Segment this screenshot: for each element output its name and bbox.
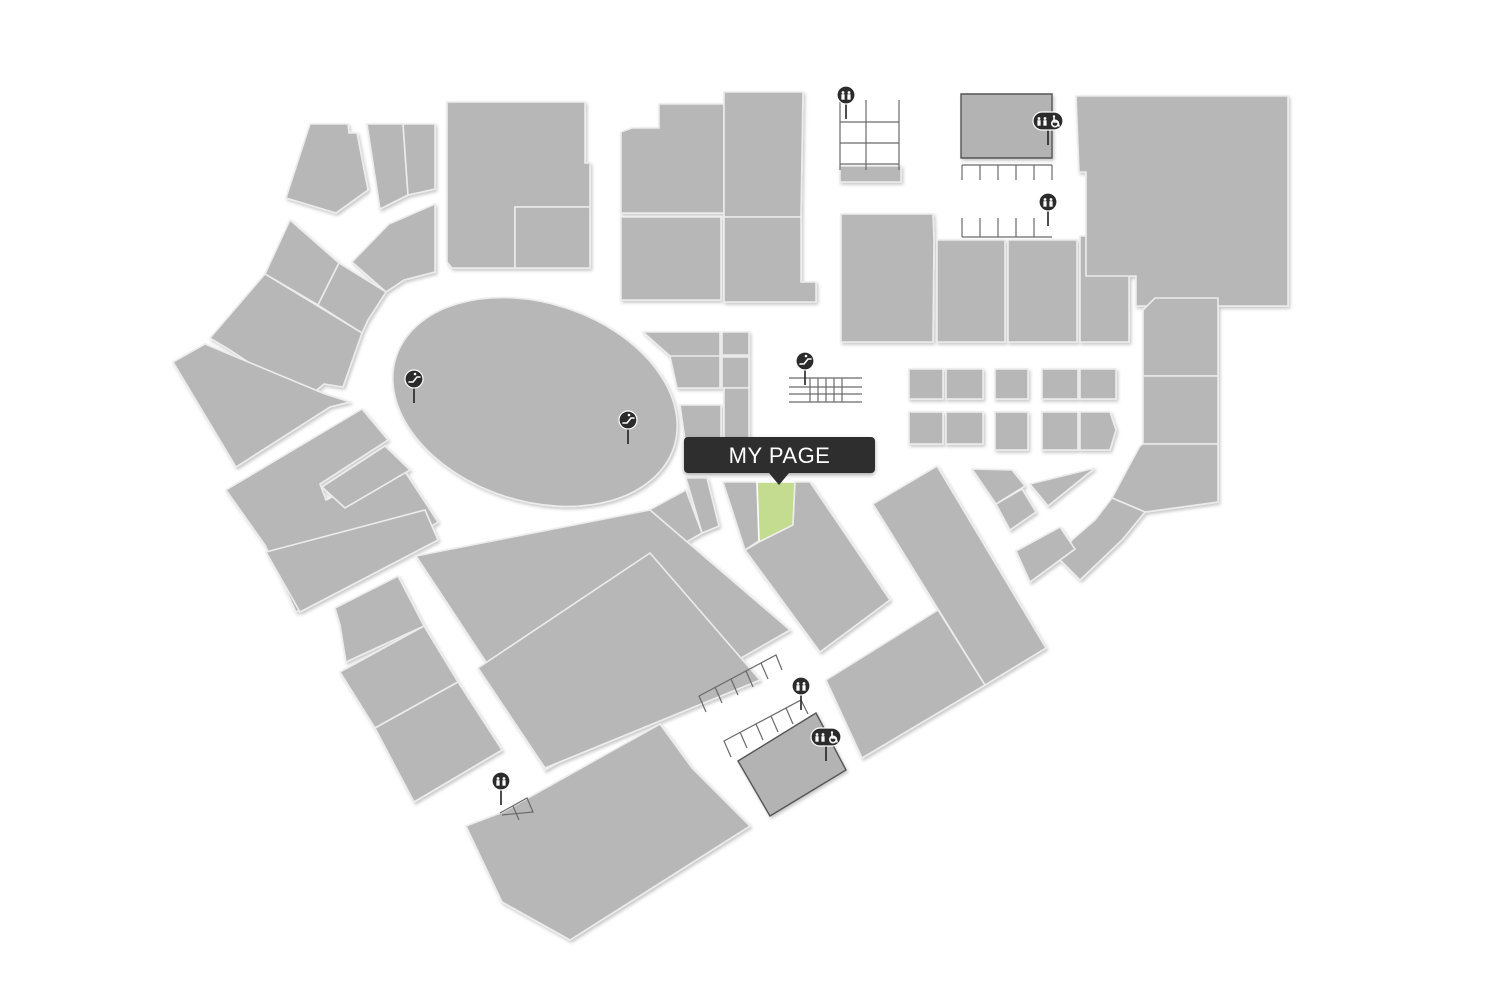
escalator-icon[interactable]: [404, 369, 424, 403]
kiosk-8[interactable]: [994, 411, 1029, 451]
store-e-5[interactable]: [1014, 525, 1077, 584]
store-n-2[interactable]: [514, 206, 591, 269]
accessible-restroom-icon[interactable]: [810, 727, 842, 761]
kiosk-6[interactable]: [908, 411, 944, 445]
store-se-kiosk-b[interactable]: [994, 487, 1038, 532]
store-w-2[interactable]: [320, 444, 412, 509]
store-w-4[interactable]: [334, 574, 426, 664]
tooltip-pointer: [769, 473, 789, 485]
store-ne-3[interactable]: [1007, 239, 1078, 343]
parking-stalls-sw: [499, 797, 534, 821]
store-c-5[interactable]: [679, 404, 722, 441]
store-c-9[interactable]: [743, 481, 892, 654]
store-c-2[interactable]: [721, 331, 750, 356]
restroom-icon[interactable]: [836, 85, 856, 119]
store-e-1[interactable]: [1142, 297, 1219, 377]
store-s-3[interactable]: [871, 464, 1048, 687]
store-ne-1[interactable]: [840, 213, 935, 343]
parking-stalls-ne-mid: [961, 218, 1052, 238]
store-w-6[interactable]: [373, 680, 504, 804]
store-c-3[interactable]: [669, 355, 721, 389]
store-c-12[interactable]: [476, 551, 762, 769]
kiosk-1[interactable]: [908, 368, 944, 400]
kiosk-9[interactable]: [1041, 411, 1079, 451]
kiosk-4[interactable]: [1041, 368, 1079, 400]
store-ne-kiosk[interactable]: [839, 165, 902, 183]
store-se-kiosk-a[interactable]: [970, 468, 1027, 506]
escalator-icon[interactable]: [618, 410, 638, 444]
store-n-5[interactable]: [620, 216, 722, 301]
store-e-3[interactable]: [1110, 443, 1219, 513]
selected-store-label: MY PAGE: [728, 443, 831, 468]
store-c-4[interactable]: [721, 356, 750, 389]
store-n-4[interactable]: [723, 91, 804, 218]
parking-stalls-n: [839, 100, 900, 170]
store-ne-2[interactable]: [936, 239, 1006, 343]
store-e-2[interactable]: [1142, 375, 1219, 445]
kiosk-7[interactable]: [945, 411, 984, 445]
kiosk-10[interactable]: [1079, 411, 1117, 451]
kiosk-2[interactable]: [945, 368, 984, 400]
store-c-6[interactable]: [723, 387, 750, 441]
store-n-3[interactable]: [620, 103, 725, 214]
store-nw-8[interactable]: [171, 343, 353, 469]
poi-markers: [404, 85, 1064, 805]
store-se-kiosk-c[interactable]: [1028, 467, 1096, 508]
store-w-3[interactable]: [264, 509, 440, 614]
store-nw-2[interactable]: [366, 123, 409, 211]
store-e-4[interactable]: [1058, 497, 1147, 582]
store-n-6[interactable]: [723, 216, 817, 303]
store-ne-accessible[interactable]: [960, 93, 1053, 159]
kiosk-5[interactable]: [1079, 368, 1117, 400]
parking-stalls-s-lower: [723, 699, 809, 758]
store-nw-3[interactable]: [402, 123, 436, 196]
restroom-icon[interactable]: [791, 676, 811, 710]
store-central-oval[interactable]: [366, 263, 705, 542]
kiosk-3[interactable]: [994, 368, 1029, 400]
store-c-8[interactable]: [721, 481, 761, 552]
accessible-restroom-icon[interactable]: [1032, 111, 1064, 145]
store-nw-1[interactable]: [284, 123, 369, 214]
selected-store-tooltip[interactable]: MY PAGE: [684, 437, 875, 485]
parking-stalls-ne-top: [961, 164, 1053, 180]
store-nw-6[interactable]: [316, 261, 388, 335]
escalator-icon[interactable]: [795, 351, 815, 385]
store-s-1[interactable]: [464, 722, 752, 941]
store-c-7[interactable]: [684, 477, 720, 535]
restroom-icon[interactable]: [1038, 192, 1058, 226]
escalator-stairs: [789, 377, 862, 403]
parking-stalls-s-upper: [698, 654, 783, 713]
restroom-icon[interactable]: [491, 771, 511, 805]
store-ne-5[interactable]: [1075, 95, 1289, 307]
